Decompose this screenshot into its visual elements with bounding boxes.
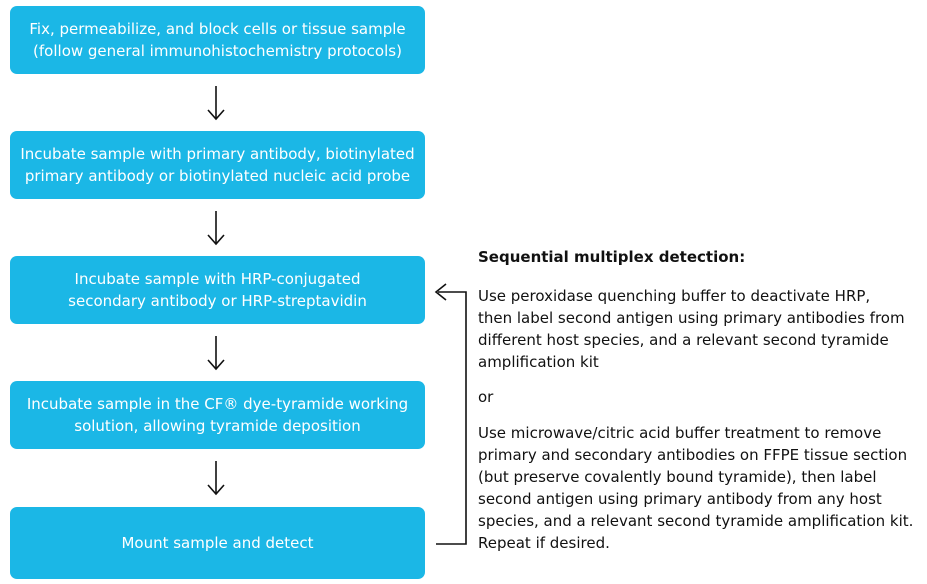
down-arrow-icon: [207, 336, 225, 371]
sequential-option-microwave: Use microwave/citric acid buffer treatme…: [478, 422, 918, 554]
step-3-line-1: Incubate sample with HRP-conjugated: [74, 270, 361, 288]
option2-line-5: species, and a relevant second tyramide …: [478, 512, 914, 530]
step-2-line-1: Incubate sample with primary antibody, b…: [20, 145, 415, 163]
step-1-line-2: (follow general immunohistochemistry pro…: [33, 42, 402, 60]
option2-line-3: (but preserve covalently bound tyramide)…: [478, 468, 877, 486]
step-4-line-1: Incubate sample in the CF® dye-tyramide …: [26, 395, 409, 413]
step-fix-permeabilize-block: Fix, permeabilize, and block cells or ti…: [10, 6, 425, 74]
step-4-line-2: solution, allowing tyramide deposition: [74, 417, 361, 435]
option1-line-1: Use peroxidase quenching buffer to deact…: [478, 287, 871, 305]
step-incubate-tyramide: Incubate sample in the CF® dye-tyramide …: [10, 381, 425, 449]
option1-line-2: then label second antigen using primary …: [478, 309, 905, 327]
down-arrow-icon: [207, 461, 225, 496]
option2-line-6: Repeat if desired.: [478, 534, 610, 552]
step-incubate-hrp-secondary: Incubate sample with HRP-conjugated seco…: [10, 256, 425, 324]
step-3-line-2: secondary antibody or HRP-streptavidin: [68, 292, 367, 310]
step-mount-and-detect: Mount sample and detect: [10, 507, 425, 579]
sequential-option-quenching: Use peroxidase quenching buffer to deact…: [478, 285, 918, 373]
step-incubate-primary-antibody: Incubate sample with primary antibody, b…: [10, 131, 425, 199]
sequential-multiplex-title: Sequential multiplex detection:: [478, 248, 746, 266]
option2-line-1: Use microwave/citric acid buffer treatme…: [478, 424, 882, 442]
down-arrow-icon: [207, 86, 225, 121]
option1-line-4: amplification kit: [478, 353, 599, 371]
step-1-line-1: Fix, permeabilize, and block cells or ti…: [29, 20, 406, 38]
step-5-line-1: Mount sample and detect: [121, 534, 314, 552]
option2-line-4: second antigen using primary antibody fr…: [478, 490, 882, 508]
down-arrow-icon: [207, 211, 225, 246]
step-2-line-2: primary antibody or biotinylated nucleic…: [24, 167, 411, 185]
option1-line-3: different host species, and a relevant s…: [478, 331, 889, 349]
loop-back-arrow-icon: [434, 283, 467, 545]
sequential-or-separator: or: [478, 388, 494, 406]
option2-line-2: primary and secondary antibodies on FFPE…: [478, 446, 908, 464]
